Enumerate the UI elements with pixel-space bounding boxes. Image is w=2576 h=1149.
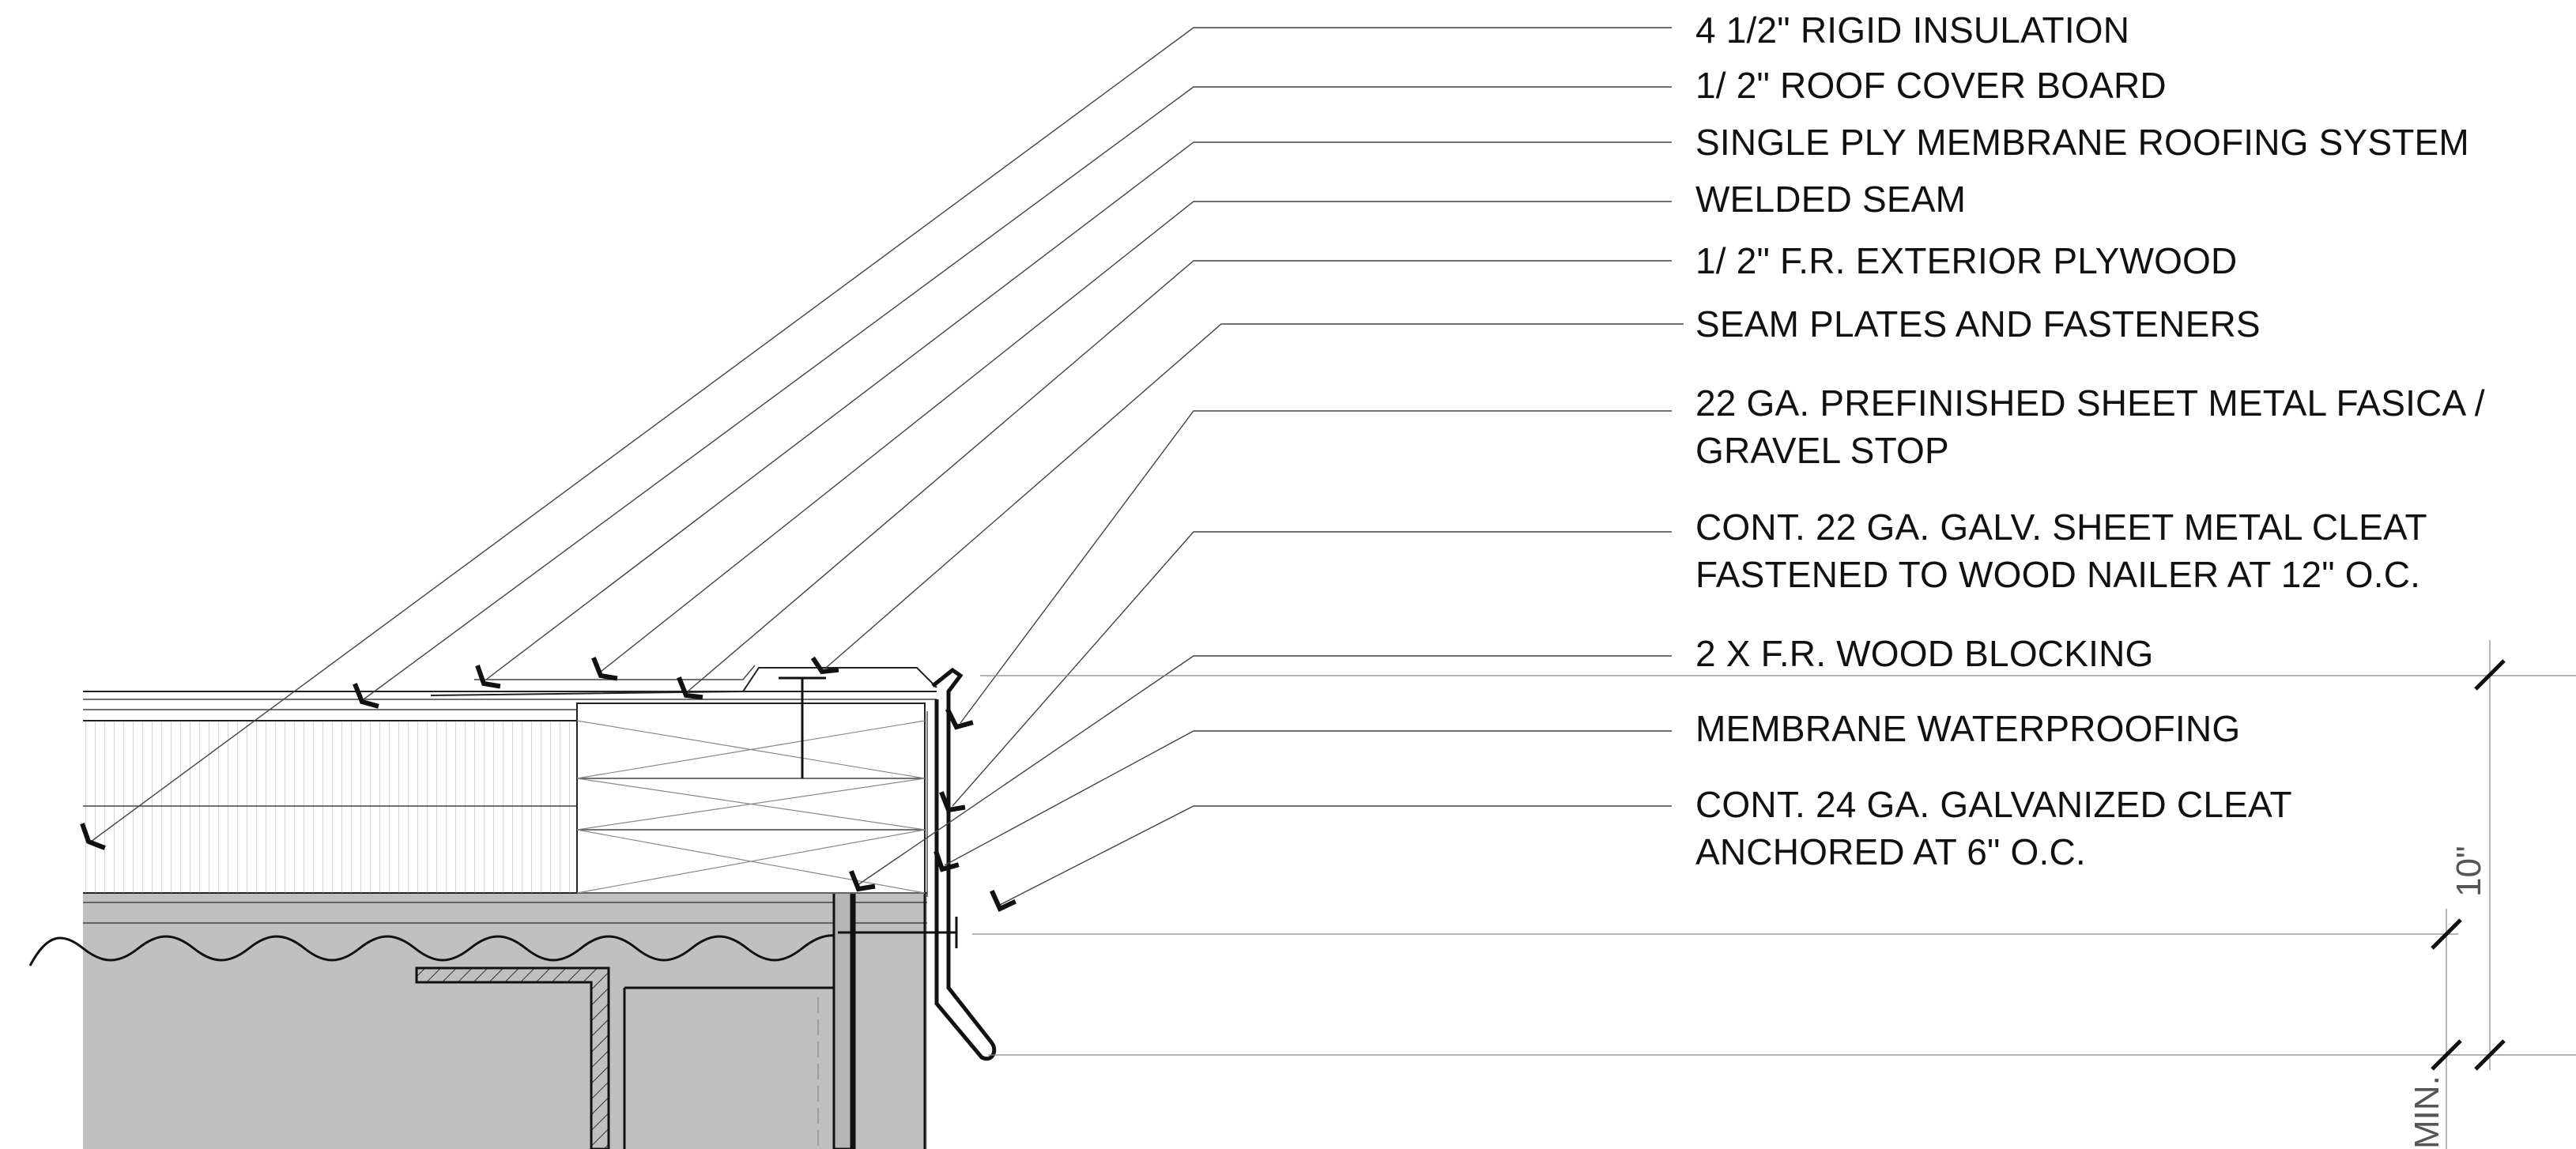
callout-line: 1/ 2" F.R. EXTERIOR PLYWOOD [1695, 240, 2238, 281]
metal-deck [28, 934, 850, 966]
callout-line: WELDED SEAM [1695, 179, 1967, 220]
membrane-seam [430, 665, 937, 696]
callout-fascia: 22 GA. PREFINISHED SHEET METAL FASICA / … [1695, 379, 2485, 474]
callout-line: CONT. 24 GA. GALVANIZED CLEAT [1695, 784, 2292, 825]
callout-seam-plates: SEAM PLATES AND FASTENERS [1695, 300, 2261, 348]
callout-line: 4 1/2" RIGID INSULATION [1695, 9, 2130, 51]
callout-waterproofing: MEMBRANE WATERPROOFING [1695, 705, 2240, 752]
callout-line: MEMBRANE WATERPROOFING [1695, 708, 2241, 749]
callout-line: 1/ 2" ROOF COVER BOARD [1695, 65, 2167, 106]
callout-cleat-22: CONT. 22 GA. GALV. SHEET METAL CLEAT FAS… [1695, 503, 2427, 598]
callout-line: ANCHORED AT 6" O.C. [1695, 831, 2086, 872]
rigid-insulation-layer [83, 720, 577, 893]
callout-line: 22 GA. PREFINISHED SHEET METAL FASICA / [1695, 382, 2485, 424]
callout-membrane-roofing: SINGLE PLY MEMBRANE ROOFING SYSTEM [1695, 119, 2469, 166]
dimension-height-label: 10" [2450, 846, 2488, 897]
wood-blocking-layer [576, 703, 926, 894]
dimension-min-label: MIN. [2408, 1076, 2446, 1149]
leader-lines [90, 27, 1684, 906]
edge-plate [832, 890, 926, 1149]
callout-line: GRAVEL STOP [1695, 430, 1949, 471]
structure-mass [83, 892, 927, 1149]
callout-rigid-insulation: 4 1/2" RIGID INSULATION [1695, 6, 2129, 54]
seam-plate-fastener [779, 676, 826, 778]
dimension-lines [972, 640, 2576, 1149]
callout-welded-seam: WELDED SEAM [1695, 175, 1966, 223]
callout-line: 2 X F.R. WOOD BLOCKING [1695, 633, 2154, 674]
callout-line: SINGLE PLY MEMBRANE ROOFING SYSTEM [1695, 122, 2469, 163]
callout-cleat-24: CONT. 24 GA. GALVANIZED CLEAT ANCHORED A… [1695, 781, 2292, 876]
callout-line: SEAM PLATES AND FASTENERS [1695, 303, 2261, 345]
fascia-profile [931, 667, 997, 1061]
steel-angle [415, 966, 834, 1149]
callout-plywood: 1/ 2" F.R. EXTERIOR PLYWOOD [1695, 237, 2237, 284]
callout-line: FASTENED TO WOOD NAILER AT 12" O.C. [1695, 554, 2421, 595]
callout-wood-blocking: 2 X F.R. WOOD BLOCKING [1695, 630, 2154, 677]
callout-roof-cover-board: 1/ 2" ROOF COVER BOARD [1695, 62, 2167, 109]
callout-line: CONT. 22 GA. GALV. SHEET METAL CLEAT [1695, 507, 2427, 548]
leader-arrowheads [80, 656, 1016, 913]
